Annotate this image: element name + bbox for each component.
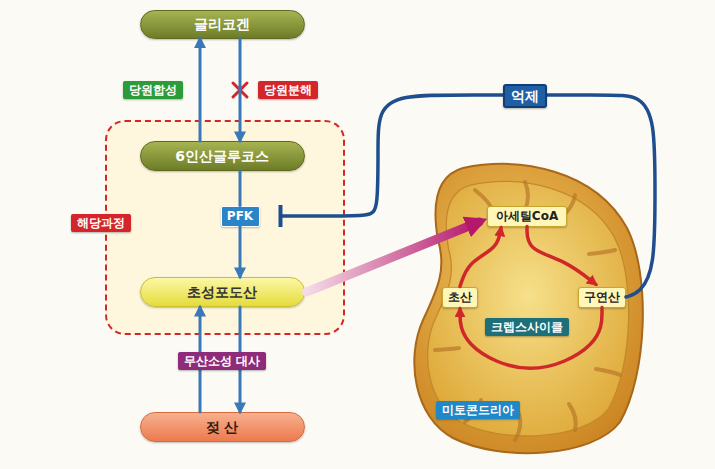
node-text: 아세틸CoA: [496, 209, 558, 223]
process-region: 6인산글루코스PFK초성포도산해당과정: [105, 120, 345, 335]
node-heading: 미토콘드리아: [436, 401, 520, 419]
inhibition-label: 억제: [503, 84, 547, 109]
node-text: 구연산: [584, 290, 620, 304]
node-text: 6인산글루코스: [175, 148, 269, 165]
node-text: PFK: [227, 209, 253, 223]
pathway-label: 당원분해: [258, 81, 318, 99]
cycle-label: 크렙스사이클: [485, 318, 569, 336]
metabolite-box: 구연산: [578, 287, 626, 308]
inner-membrane: [428, 182, 629, 436]
enzyme-tag: PFK: [221, 206, 260, 227]
node-heading: 해당과정: [71, 214, 131, 232]
crista-fold: [589, 250, 615, 254]
node-text: 젖 산: [206, 419, 239, 436]
crista-fold: [569, 404, 576, 430]
pathway-label: 무산소성 대사: [178, 352, 266, 370]
outer-membrane: [414, 164, 643, 453]
pathway-label: 당원합성: [123, 81, 183, 99]
blocked-mark: [233, 83, 247, 97]
node-text: 초성포도산: [187, 284, 257, 301]
crista-fold: [435, 348, 459, 350]
crista-fold: [596, 369, 620, 375]
node-text: 초산: [448, 290, 472, 304]
process-box: 글리코겐: [140, 10, 305, 39]
process-box: 6인산글루코스: [140, 141, 305, 171]
metabolite-box: 초산: [442, 287, 478, 308]
metabolite-box: 아세틸CoA: [487, 206, 567, 227]
node-text: 글리코겐: [194, 16, 250, 33]
mitochondrion-shape: 아세틸CoA 초산 구연산미토콘드리아: [405, 160, 645, 460]
process-box: 초성포도산: [140, 277, 305, 307]
process-box: 젖 산: [140, 412, 305, 442]
